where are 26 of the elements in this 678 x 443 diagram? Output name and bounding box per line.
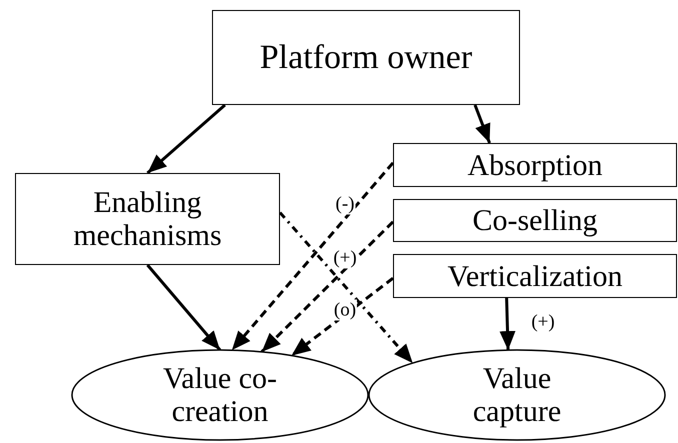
process-box xyxy=(212,10,520,105)
node-text: Absorption xyxy=(468,148,602,182)
node-text: Value co-creation xyxy=(162,362,278,428)
dashed-arrow xyxy=(230,162,394,352)
arrow xyxy=(146,264,222,351)
edge-label: (+) xyxy=(530,312,556,332)
ellipse-node xyxy=(368,349,666,441)
ellipse-node xyxy=(71,349,369,441)
edge-label: (+) xyxy=(332,248,358,268)
dashed-arrow xyxy=(290,277,394,357)
process-box xyxy=(15,173,280,265)
node-text: Co-selling xyxy=(472,204,598,237)
edge-label: (o) xyxy=(332,300,358,320)
arrow xyxy=(500,298,516,350)
arrow xyxy=(146,104,226,174)
node-text: Platform owner xyxy=(260,38,472,76)
node-text: Enabling mechanisms xyxy=(72,186,223,252)
process-box xyxy=(393,254,677,298)
process-box xyxy=(393,143,677,187)
node-text: Value capture xyxy=(472,362,562,428)
node-text: Verticalization xyxy=(448,260,622,292)
arrow xyxy=(474,104,491,144)
process-box xyxy=(393,199,677,242)
dashed-arrow xyxy=(278,212,414,364)
edge-label: (-) xyxy=(334,194,356,214)
dashed-arrow xyxy=(260,220,394,353)
